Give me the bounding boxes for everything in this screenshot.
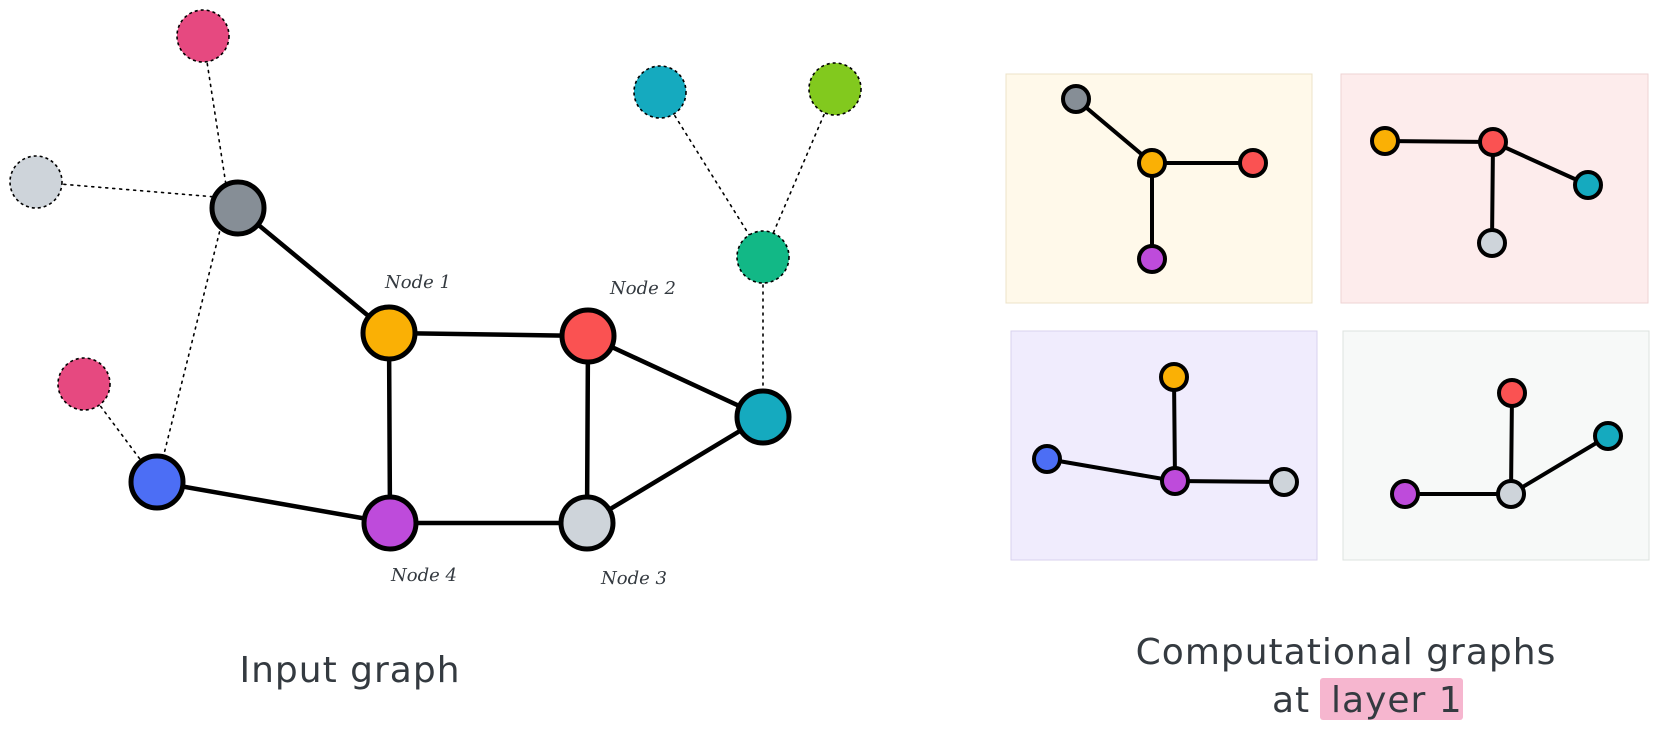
pink-node-top: [176, 9, 230, 63]
computational-graphs-caption: Computational graphs: [1136, 632, 1557, 673]
panel2-red-node: [1478, 127, 1508, 157]
dotted-edges: [35, 35, 836, 483]
panel1-darkgray-node: [1061, 84, 1091, 114]
teal-node-top: [633, 65, 687, 119]
lightgray-node-left: [9, 155, 63, 209]
edge-node1-node2: [386, 330, 591, 339]
panel2-orange-node: [1370, 126, 1400, 156]
neighbor-nodes: [9, 9, 862, 411]
edge-node2-teal: [585, 333, 766, 420]
edge-blue-node4: [154, 479, 393, 526]
caption-at: at: [1272, 680, 1310, 721]
input-graph-caption: Input graph: [239, 650, 460, 691]
panel1-purple-node: [1137, 244, 1167, 274]
panel4-lightgray-node: [1496, 479, 1526, 509]
caption-layer-1: layer 1: [1331, 680, 1463, 721]
edge-node1-node4: [386, 330, 393, 526]
node-2-label: Node 2: [609, 278, 676, 299]
lime-node: [808, 62, 862, 116]
teal-node: [734, 388, 792, 446]
edge-node2-node3: [584, 333, 591, 526]
solid-edges: [154, 205, 766, 526]
comp-graph-node-1: [1005, 73, 1313, 304]
panel3-purple-node: [1160, 466, 1190, 496]
node-3: [558, 494, 616, 552]
panel3-lightgray-node: [1269, 467, 1299, 497]
dotted-edge-lightgray-darkgray: [35, 181, 229, 199]
dotted-edge-pink-top-darkgray: [202, 35, 229, 199]
node-2: [559, 307, 617, 365]
panel3-blue-node: [1032, 444, 1062, 474]
panel2-teal-node: [1573, 170, 1603, 200]
panel3-orange-node: [1159, 362, 1189, 392]
dotted-edge-darkgray-blue: [156, 197, 229, 483]
panel4-purple-node: [1390, 479, 1420, 509]
pink-node-bottom: [57, 357, 111, 411]
node-4-label: Node 4: [390, 565, 457, 586]
panel4-red-node: [1497, 378, 1527, 408]
comp-graph-node-4: [1010, 330, 1318, 561]
comp-graph-node-2: [1340, 73, 1649, 304]
darkgray-node: [209, 179, 267, 237]
dotted-edge-teal-top-green: [659, 91, 764, 258]
node-1-label: Node 1: [384, 272, 451, 293]
node-3-label: Node 3: [600, 568, 667, 589]
edge-darkgray-node1: [235, 205, 392, 336]
node-1: [360, 304, 418, 362]
panel4-teal-node: [1593, 421, 1623, 451]
panel-node-4: [1010, 330, 1318, 561]
main-nodes: [128, 179, 792, 552]
node-4: [361, 494, 419, 552]
edge-node3-teal: [584, 414, 766, 526]
green-node: [736, 230, 790, 284]
layer-highlight: [1320, 678, 1463, 720]
dotted-edge-lime-green: [762, 88, 836, 258]
blue-node: [128, 453, 186, 511]
comp-graph-node-3: [1342, 330, 1650, 561]
panel1-orange-node: [1137, 148, 1167, 178]
panel2-lightgray-node: [1477, 228, 1507, 258]
panel1-red-node: [1238, 148, 1268, 178]
